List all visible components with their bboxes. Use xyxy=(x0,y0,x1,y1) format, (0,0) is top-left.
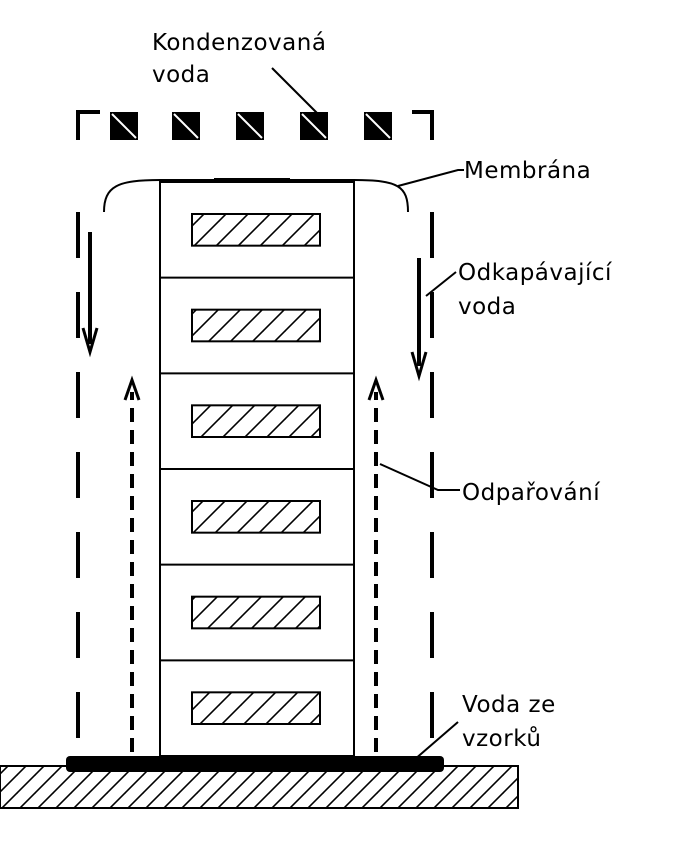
label-condensed-water-line2: voda xyxy=(152,62,211,88)
label-sample-water-line1: Voda ze xyxy=(462,692,556,718)
label-dripping-water-line2: voda xyxy=(458,294,517,320)
label-dripping-water-line1: Odkapávající xyxy=(458,260,612,286)
leader-membrane xyxy=(397,169,464,187)
sample-box xyxy=(191,500,321,534)
membrane-curve xyxy=(103,179,409,213)
leader-condensed xyxy=(271,67,319,115)
leader-evaporation xyxy=(379,463,460,491)
label-sample-water-line2: vzorků xyxy=(462,726,542,752)
sample-box xyxy=(191,404,321,439)
sample-box xyxy=(191,308,321,343)
sample-stack xyxy=(159,181,355,757)
top-cover xyxy=(76,110,434,140)
leader-sample-water xyxy=(413,721,459,761)
sample-box xyxy=(191,595,321,630)
sample-box xyxy=(191,213,321,247)
leader-dripping xyxy=(425,271,457,297)
label-condensed-water-line1: Kondenzovaná xyxy=(152,30,327,56)
ground-slab xyxy=(0,765,519,809)
label-membrane: Membrána xyxy=(464,158,592,184)
label-evaporation: Odpařování xyxy=(462,480,601,506)
base-plate xyxy=(66,756,444,772)
sample-box xyxy=(191,691,321,725)
